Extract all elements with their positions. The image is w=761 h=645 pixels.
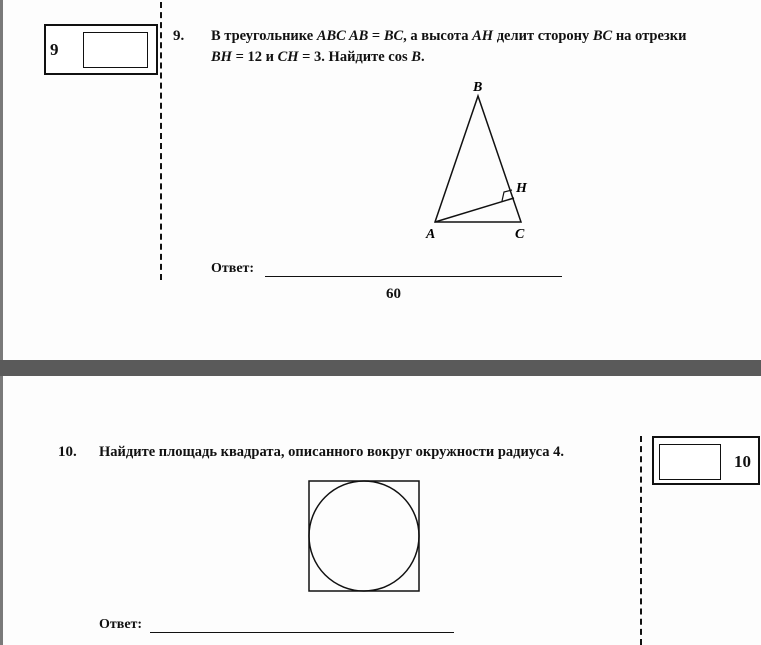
page-upper: 9 9. В треугольнике ABC AB = BC, а высот… bbox=[0, 0, 761, 360]
square-circle-figure bbox=[308, 480, 420, 592]
inscribed-circle bbox=[308, 480, 420, 592]
answer-box-10-field[interactable] bbox=[659, 444, 721, 480]
triangle-figure: B H A C bbox=[425, 80, 528, 242]
task10-number: 10. bbox=[58, 444, 77, 460]
task9-text: В треугольнике ABC AB = BC, а высота AH … bbox=[211, 26, 751, 68]
answer-box-10: 10 bbox=[652, 436, 760, 485]
task9-answer-line[interactable] bbox=[265, 276, 562, 277]
answer-box-9-field[interactable] bbox=[83, 32, 148, 68]
answer-box-10-number: 10 bbox=[734, 452, 751, 471]
task10-answer-label: Ответ: bbox=[99, 617, 143, 632]
label-b: B bbox=[472, 80, 482, 95]
cut-line-left bbox=[160, 2, 162, 280]
label-a: A bbox=[425, 227, 435, 242]
altitude-ah bbox=[434, 197, 515, 223]
right-angle-mark bbox=[501, 189, 513, 202]
page-number: 60 bbox=[386, 286, 401, 302]
answer-box-9: 9 bbox=[44, 24, 158, 75]
answer-box-9-number: 9 bbox=[50, 40, 59, 59]
task9-text-line1: В треугольнике ABC AB = BC, а высота AH … bbox=[211, 28, 687, 44]
triangle-abc bbox=[433, 93, 523, 223]
task9-text-line2: BH = 12 и CH = 3. Найдите cos B. bbox=[211, 49, 425, 65]
label-h: H bbox=[515, 181, 528, 196]
task10-answer-line[interactable] bbox=[150, 632, 454, 633]
task10-text: Найдите площадь квадрата, описанного вок… bbox=[99, 444, 565, 460]
task9-number: 9. bbox=[173, 28, 185, 44]
label-c: C bbox=[515, 227, 525, 242]
task9-answer-label: Ответ: bbox=[211, 261, 255, 276]
page-lower: 10. Найдите площадь квадрата, описанного… bbox=[0, 376, 761, 645]
cut-line-right bbox=[640, 436, 642, 645]
